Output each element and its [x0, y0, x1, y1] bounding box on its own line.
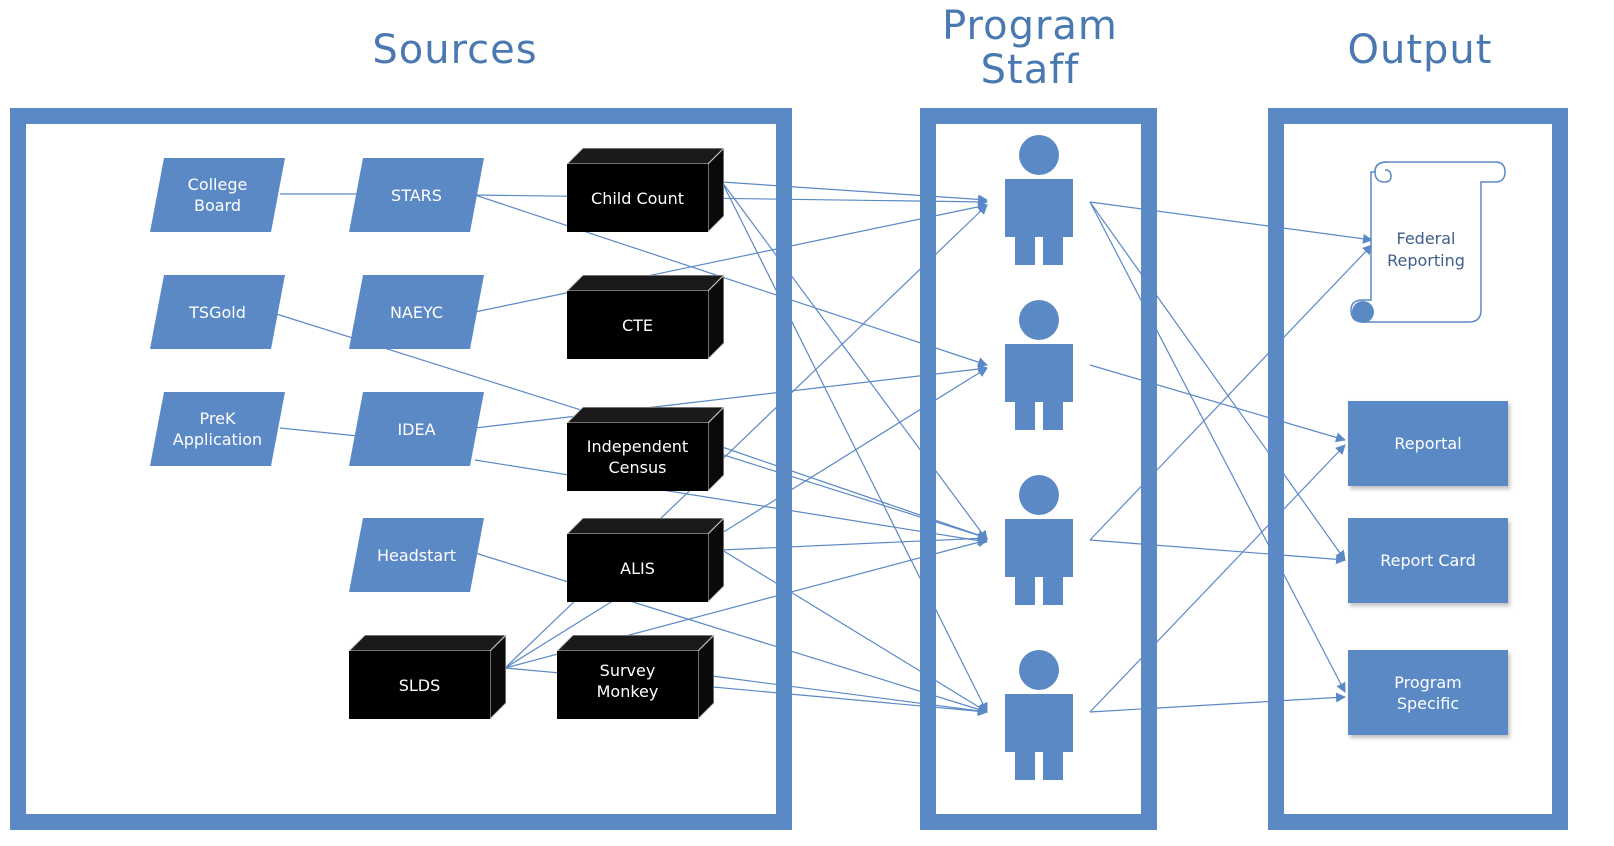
- parallelogram-icon: [150, 158, 285, 232]
- connector: [279, 427, 359, 437]
- source-label: CTE: [621, 315, 654, 335]
- parallelogram-icon: [349, 392, 484, 466]
- person-icon: [1005, 650, 1073, 780]
- source-alis: ALIS: [567, 518, 724, 602]
- cube-icon: [557, 635, 714, 719]
- source-child-count: Child Count: [567, 148, 724, 232]
- output-program-specific: Program Specific: [1348, 650, 1508, 735]
- connector: [504, 367, 988, 669]
- connector: [721, 181, 988, 205]
- source-label: Child Count: [591, 188, 684, 208]
- parallelogram-icon: [349, 275, 484, 349]
- source-survey-monkey: Survey Monkey: [557, 635, 714, 719]
- connector: [1089, 444, 1346, 713]
- connector: [474, 459, 988, 546]
- cube-icon: [349, 635, 506, 719]
- program-staff-title: Program Staff: [942, 3, 1118, 93]
- output-label: Federal Reporting: [1387, 229, 1465, 270]
- source-independent-census: Independent Census: [567, 407, 724, 491]
- person-icon: [1005, 475, 1073, 605]
- source-label: SLDS: [398, 675, 441, 695]
- parallelogram-icon: [150, 392, 285, 466]
- output-title: Output: [1347, 27, 1493, 73]
- source-label: STARS: [391, 185, 442, 205]
- source-label: Independent Census: [586, 437, 689, 477]
- connector: [721, 446, 988, 540]
- connector: [721, 181, 988, 713]
- person-icon: [1005, 135, 1073, 265]
- connector: [721, 181, 988, 541]
- source-label: TSGold: [189, 302, 246, 322]
- source-idea: IDEA: [349, 392, 484, 466]
- source-label: ALIS: [620, 558, 655, 578]
- source-label: IDEA: [397, 419, 436, 439]
- source-label: Survey Monkey: [596, 661, 659, 701]
- source-prek-application: PreK Application: [150, 392, 285, 466]
- person-icon: [1005, 300, 1073, 430]
- connector: [1089, 244, 1373, 541]
- connector: [474, 201, 988, 313]
- source-label: Headstart: [376, 545, 457, 565]
- output-report-card: Report Card: [1348, 518, 1508, 603]
- source-stars: STARS: [349, 158, 484, 232]
- connector: [721, 549, 988, 713]
- connector: [1089, 539, 1346, 565]
- source-naeyc: NAEYC: [349, 275, 484, 349]
- connector: [474, 194, 988, 207]
- source-college-board: College Board: [150, 158, 285, 232]
- connector: [1089, 201, 1346, 693]
- scroll-icon: [1350, 161, 1506, 323]
- source-slds: SLDS: [349, 635, 506, 719]
- parallelogram-icon: [349, 518, 484, 592]
- source-cte: CTE: [567, 275, 724, 359]
- parallelogram-icon: [349, 158, 484, 232]
- output-reportal: Reportal: [1348, 401, 1508, 486]
- output-federal-reporting: Federal Reporting: [1345, 160, 1510, 325]
- connector: [711, 675, 988, 716]
- source-label: PreK Application: [172, 409, 263, 449]
- connector: [1089, 692, 1346, 713]
- connector: [721, 533, 988, 551]
- source-headstart: Headstart: [349, 518, 484, 592]
- source-label: NAEYC: [389, 302, 444, 322]
- source-label: College Board: [187, 175, 248, 215]
- connector: [1089, 201, 1346, 561]
- connector: [474, 552, 988, 715]
- connector: [474, 194, 988, 367]
- connector: [1089, 201, 1373, 244]
- cube-icon: [567, 518, 724, 602]
- cube-icon: [567, 407, 724, 491]
- cube-icon: [567, 148, 724, 232]
- parallelogram-icon: [150, 275, 285, 349]
- cube-icon: [567, 275, 724, 359]
- connector: [1089, 364, 1346, 443]
- connector: [474, 364, 988, 429]
- source-tsgold: TSGold: [150, 275, 285, 349]
- sources-title: Sources: [372, 27, 538, 73]
